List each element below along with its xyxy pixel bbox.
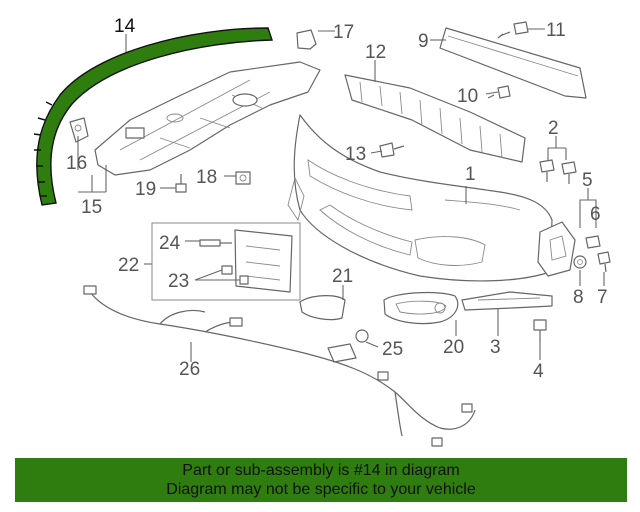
callout-3: 3 bbox=[490, 337, 501, 358]
part-9-bar bbox=[439, 27, 587, 99]
info-banner: Part or sub-assembly is #14 in diagram D… bbox=[15, 458, 627, 502]
part-lower-shield bbox=[94, 61, 321, 176]
callout-11: 11 bbox=[546, 20, 566, 41]
part-7-bolt bbox=[597, 251, 611, 273]
callout-16: 16 bbox=[66, 153, 87, 174]
callout-18: 18 bbox=[196, 167, 217, 188]
part-20-bezel bbox=[383, 291, 459, 325]
callout-10: 10 bbox=[457, 86, 478, 107]
part-14-deflector-strip[interactable] bbox=[33, 27, 273, 206]
part-3-bracket bbox=[461, 291, 553, 311]
callout-20: 20 bbox=[443, 337, 464, 358]
callout-2: 2 bbox=[548, 118, 559, 139]
part-18-nut bbox=[235, 171, 251, 185]
part-12-absorber bbox=[344, 74, 526, 163]
part-10-bolt bbox=[487, 85, 511, 99]
callout-7: 7 bbox=[597, 287, 608, 308]
callout-17: 17 bbox=[333, 22, 354, 43]
callout-8: 8 bbox=[573, 287, 584, 308]
leader-lines bbox=[77, 28, 605, 362]
part-5-bracket bbox=[537, 221, 576, 277]
part-13-bolt bbox=[379, 142, 405, 158]
callout-14: 14 bbox=[114, 16, 136, 37]
callout-19: 19 bbox=[135, 179, 156, 200]
part-6-clip bbox=[585, 235, 601, 249]
banner-line-2: Diagram may not be specific to your vehi… bbox=[166, 481, 476, 498]
callout-24: 24 bbox=[159, 233, 181, 254]
callout-23: 23 bbox=[168, 271, 189, 292]
part-19-bolt bbox=[175, 174, 187, 193]
part-21-trim bbox=[299, 295, 346, 321]
part-26-harness bbox=[83, 285, 476, 447]
callout-21: 21 bbox=[332, 266, 353, 287]
part-11-bolt bbox=[497, 21, 529, 39]
part-8-washer bbox=[573, 255, 587, 269]
callout-4: 4 bbox=[533, 361, 544, 382]
banner-line-1: Part or sub-assembly is #14 in diagram bbox=[182, 462, 460, 479]
part-2-clips bbox=[539, 159, 577, 184]
callout-1: 1 bbox=[465, 164, 476, 185]
part-25-sensor bbox=[327, 329, 369, 363]
callout-5: 5 bbox=[582, 170, 593, 191]
callout-9: 9 bbox=[418, 31, 429, 52]
part-22-plate-bracket-box bbox=[151, 222, 301, 301]
callout-13: 13 bbox=[345, 144, 366, 165]
part-17-clip bbox=[296, 29, 317, 50]
callout-25: 25 bbox=[382, 339, 403, 360]
callout-26: 26 bbox=[179, 359, 200, 380]
callout-22: 22 bbox=[118, 255, 139, 276]
parts-diagram: 1 2 3 4 5 6 7 8 9 10 11 12 13 14 15 16 1… bbox=[33, 16, 611, 447]
part-4-pushpin bbox=[533, 319, 547, 342]
callout-12: 12 bbox=[365, 42, 386, 63]
callout-15: 15 bbox=[81, 197, 102, 218]
callout-6: 6 bbox=[590, 204, 601, 225]
part-16-clip bbox=[69, 117, 89, 143]
